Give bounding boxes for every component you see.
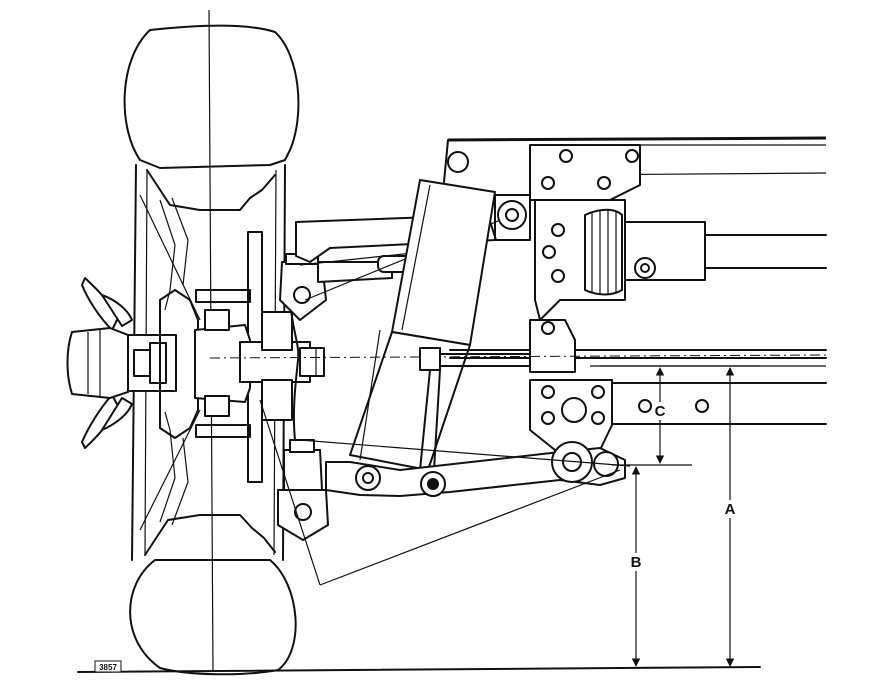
ground-line [77,666,761,673]
figure-number: 3857 [99,663,117,672]
hub-assembly [66,231,325,483]
figure-number-plate: 3857 [94,660,122,673]
lower-wishbone [259,399,631,586]
track-rod [209,347,827,471]
lower-ball-joint [277,439,329,541]
shock-absorber [349,151,496,471]
dimension-lines: A B C [600,365,760,667]
dimension-a-label: A [725,501,736,518]
chassis-frame [443,136,827,451]
dimension-c-label: C [655,403,666,420]
dimension-b-label: B [631,554,642,571]
upright [277,253,329,541]
